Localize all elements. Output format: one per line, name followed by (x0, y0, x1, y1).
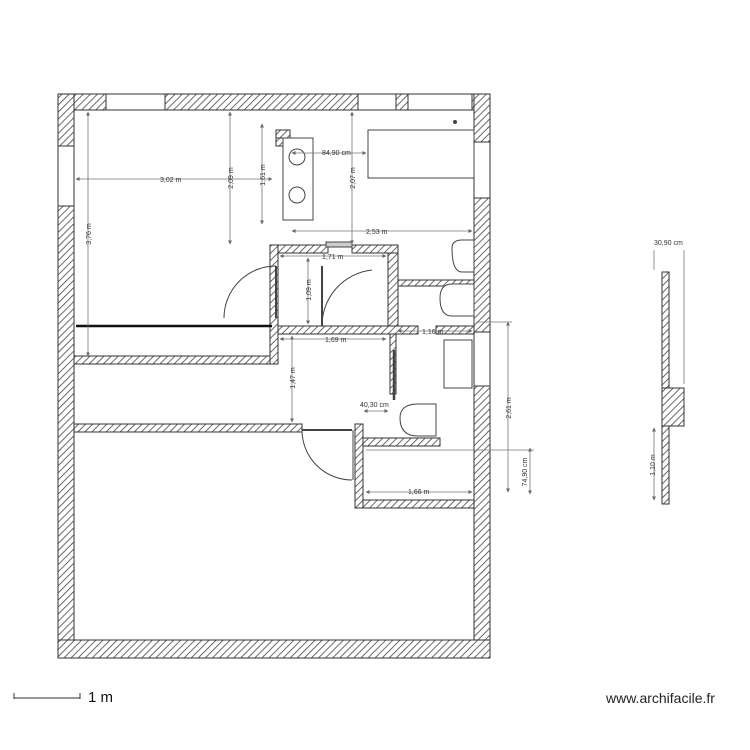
washbasin-right (443, 339, 473, 389)
dim-109: 1,09 m (306, 279, 313, 301)
watermark: www.archifacile.fr (606, 690, 715, 706)
dimension-lines (75, 111, 534, 495)
door-swing-1 (223, 265, 277, 319)
dimension-labels: 3,02 m 2,09 m 1,61 m 84,90 cm 2,07 m 3,7… (86, 150, 683, 496)
window-top-mid (357, 93, 397, 111)
sink-basin-2 (288, 186, 306, 204)
window-top-left (105, 93, 166, 111)
toilet-2 (439, 283, 475, 317)
dim-7490: 74,90 cm (522, 457, 529, 486)
dim-147: 1,47 m (290, 367, 297, 389)
door-swing-2 (321, 269, 373, 327)
window-right (473, 141, 491, 199)
dim-302: 3,02 m (160, 177, 182, 184)
dim-166: 1,66 m (408, 489, 430, 496)
dim-253: 2,53 m (366, 229, 388, 236)
dim-4030: 40,30 cm (360, 402, 389, 409)
dim-161: 1,61 m (260, 164, 267, 186)
doors (223, 241, 396, 481)
dim-261: 2,61 m (506, 397, 513, 419)
wc (399, 403, 437, 437)
dim-8490: 84,90 cm (322, 150, 351, 157)
dim-171: 1,71 m (322, 254, 344, 261)
dim-207: 2,07 m (350, 167, 357, 189)
dim-3090: 30,90 cm (654, 240, 683, 247)
interior-walls (73, 129, 475, 509)
door-swing-3 (301, 429, 353, 481)
scale-label: 1 m (88, 689, 114, 706)
window-right-lower (473, 331, 491, 387)
windows (57, 93, 491, 387)
dim-209: 2,09 m (228, 167, 235, 189)
door-threshold (325, 241, 353, 248)
bathtub (367, 129, 475, 179)
fixtures (282, 120, 475, 437)
toilet-1 (451, 239, 475, 273)
dim-376: 3,76 m (86, 223, 93, 245)
window-top-right (407, 93, 473, 111)
dim-169: 1,69 m (325, 337, 347, 344)
window-left (57, 145, 75, 207)
dim-116: 1,16 m (422, 329, 444, 336)
scale-bar (13, 693, 81, 699)
dim-110: 1,10 m (650, 454, 657, 476)
wall-section-detail (652, 250, 685, 505)
sink-basin-1 (288, 148, 306, 166)
